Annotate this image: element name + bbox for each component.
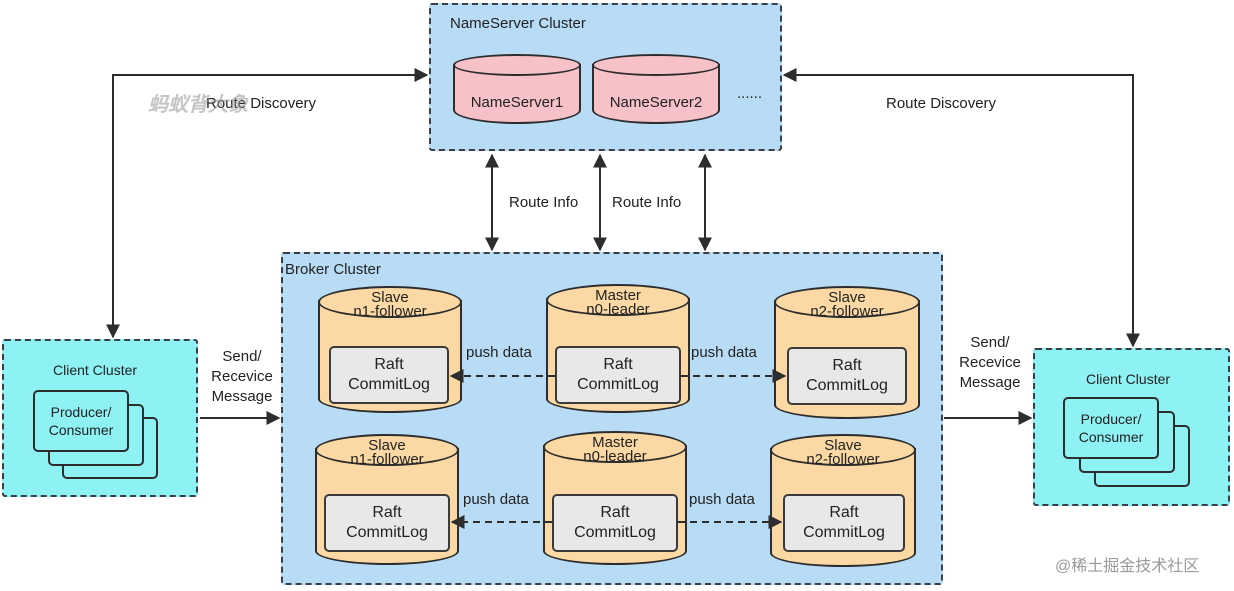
route-discovery-left-label: Route Discovery: [206, 95, 317, 112]
footer-watermark: @稀土掘金技术社区: [1055, 558, 1200, 575]
send-left-label: Send/ Recevice Message: [211, 348, 273, 405]
route-discovery-right-label: Route Discovery: [886, 95, 997, 112]
push-label-r2-left: push data: [463, 491, 529, 508]
push-label-r2-right: push data: [689, 491, 755, 508]
broker-r1-center-role: Master: [595, 287, 641, 304]
route-info-label-1: Route Info: [509, 194, 579, 211]
nameserver1-label: NameServer1: [470, 94, 564, 111]
broker-r2-right-sub: n2-follower: [806, 451, 880, 468]
route-info-label-2: Route Info: [612, 194, 682, 211]
client-right-title: Client Cluster: [1086, 371, 1171, 387]
broker-r2-right-role: Slave: [824, 437, 862, 454]
broker-r1-left-role: Slave: [371, 289, 409, 306]
watermark-text: 蚂蚁背大象: [148, 94, 248, 116]
nameserver-cluster-title: NameServer Cluster: [450, 15, 586, 32]
broker-r2-left-sub: n1-follower: [350, 451, 424, 468]
send-right-label: Send/ Recevice Message: [959, 334, 1021, 391]
route-discovery-right-line: [782, 68, 1140, 348]
broker-r2-center-sub: n0-leader: [583, 448, 647, 465]
client-left-title: Client Cluster: [53, 362, 138, 378]
broker-r1-left-sub: n1-follower: [353, 303, 427, 320]
broker-r2-center-role: Master: [592, 434, 638, 451]
client-right-producer-consumer: Producer/Consumer: [1063, 397, 1159, 459]
route-discovery-left-line: [106, 68, 429, 339]
broker-r2-left-role: Slave: [368, 437, 406, 454]
nameserver2-label: NameServer2: [609, 94, 703, 111]
client-left-producer-consumer: Producer/Consumer: [33, 390, 129, 452]
broker-r1-right-sub: n2-follower: [810, 303, 884, 320]
push-label-r1-right: push data: [691, 344, 757, 361]
push-label-r1-left: push data: [466, 344, 532, 361]
broker-cluster-title: Broker Cluster: [285, 261, 381, 278]
broker-r1-right-role: Slave: [828, 289, 866, 306]
nameserver-ellipsis: ......: [737, 85, 763, 102]
broker-r1-center-sub: n0-leader: [586, 301, 650, 318]
